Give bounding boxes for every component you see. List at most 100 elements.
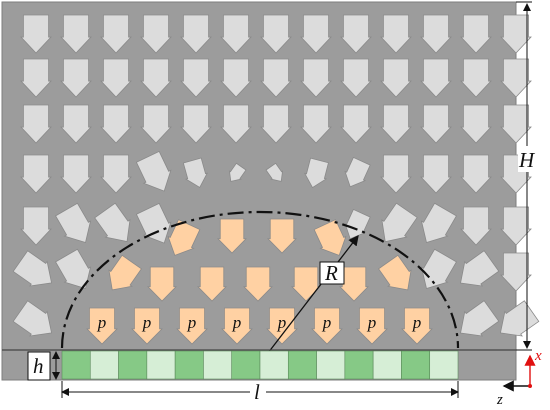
orange-arrow-icon (339, 266, 369, 302)
grey-arrow-icon (460, 154, 492, 194)
orange-arrow-icon (217, 218, 247, 254)
pressure-label: p (97, 313, 107, 332)
grey-arrow-icon (135, 202, 172, 244)
grey-arrow-icon (140, 58, 172, 98)
h-label: h (33, 354, 44, 378)
orange-arrow-icon (243, 266, 273, 302)
grey-arrow-icon (420, 104, 452, 144)
yielding-strip (61, 350, 459, 380)
strip-segment (429, 350, 459, 380)
grey-arrow-icon (220, 58, 252, 98)
grey-arrow-icon (220, 104, 252, 144)
pressure-label: p (367, 313, 377, 332)
z-axis-label: z (496, 392, 503, 408)
grey-arrow-icon (100, 104, 132, 144)
radius-label-box (319, 261, 345, 285)
strip-segment (372, 350, 402, 380)
grey-arrow-icon (340, 104, 372, 144)
strip-segment (118, 350, 148, 380)
grey-arrow-icon (460, 300, 500, 337)
grey-arrow-icon (20, 14, 52, 54)
grey-arrow-icon (140, 14, 172, 54)
strip-segment (174, 350, 204, 380)
radius-line (257, 234, 359, 367)
pressure-arrow-icon (356, 307, 388, 345)
grey-arrow-icon (180, 14, 212, 54)
grey-arrow-icon (340, 14, 372, 54)
strip-segment (231, 350, 261, 380)
grey-arrow-icon (100, 58, 132, 98)
strip-segment (287, 350, 317, 380)
l-label-mask (250, 382, 266, 402)
strip-segment (146, 350, 176, 380)
pressure-arrow-icon (86, 307, 118, 345)
grey-arrow-icon (135, 150, 172, 192)
pressure-arrow-icon (401, 307, 433, 345)
grey-arrow-icon (265, 162, 284, 182)
arching-boundary-arc (60, 210, 460, 349)
pressure-label: p (142, 313, 152, 332)
pressure-arrow-icon (131, 307, 163, 345)
pressure-label: p (277, 313, 287, 332)
grey-arrow-icon (12, 250, 53, 287)
grey-arrow-icon (60, 104, 92, 144)
grey-arrow-icon (260, 104, 292, 144)
strip-segment (89, 350, 119, 380)
grey-arrow-icon (344, 156, 371, 188)
grey-arrow-icon (20, 154, 52, 194)
grey-arrow-icon (380, 104, 412, 144)
grey-arrow-icon (380, 14, 412, 54)
grey-arrow-icon (420, 58, 452, 98)
grey-arrow-icon (140, 104, 172, 144)
grey-arrow-icon (381, 202, 418, 243)
grey-arrow-icon (20, 58, 52, 98)
H-label-mask (518, 146, 538, 172)
grey-arrow-icon (94, 202, 131, 242)
grey-arrow-icon (100, 154, 132, 194)
strip-segment (61, 350, 91, 380)
strip-segment (401, 350, 431, 380)
grey-arrow-icon (60, 58, 92, 98)
grey-arrow-icon (60, 14, 92, 54)
grey-arrow-icon (55, 248, 92, 289)
grey-arrow-icon (100, 14, 132, 54)
grey-arrow-icon (420, 202, 457, 243)
strip-segment (316, 350, 346, 380)
grey-arrow-icon (380, 154, 412, 194)
grey-arrow-icon (12, 300, 53, 337)
grey-arrow-icon (420, 248, 457, 289)
grey-arrow-icon (340, 58, 372, 98)
pressure-label: p (322, 313, 332, 332)
orange-arrow-icon (378, 254, 412, 291)
grey-arrow-icon (460, 206, 492, 246)
grey-arrow-icon (260, 58, 292, 98)
strip-segment (344, 350, 374, 380)
strip-segment (259, 350, 289, 380)
grey-arrow-icon (180, 104, 212, 144)
grey-arrow-icon (380, 58, 412, 98)
orange-arrow-icon (108, 254, 142, 291)
grey-arrow-icon (180, 58, 212, 98)
grey-arrow-icon (300, 58, 332, 98)
grey-arrow-icon (460, 58, 492, 98)
strip-segment (203, 350, 233, 380)
grey-arrow-icon (55, 202, 92, 243)
grey-arrow-icon (220, 14, 252, 54)
pressure-arrow-icon (221, 307, 253, 345)
x-axis-label: x (534, 348, 542, 364)
grey-arrow-icon (300, 14, 332, 54)
grey-arrow-icon (303, 157, 329, 189)
grey-arrow-icon (420, 154, 452, 194)
grey-arrow-icon (300, 104, 332, 144)
pressure-label: p (187, 313, 197, 332)
grey-arrow-icon (20, 104, 52, 144)
grey-arrow-icon (20, 206, 52, 246)
grey-arrow-icon (260, 14, 292, 54)
radius-label: R (324, 261, 338, 285)
pressure-arrow-icon (311, 307, 343, 345)
grey-arrow-icon (420, 14, 452, 54)
H-label: H (518, 148, 536, 172)
orange-arrow-icon (147, 266, 177, 302)
